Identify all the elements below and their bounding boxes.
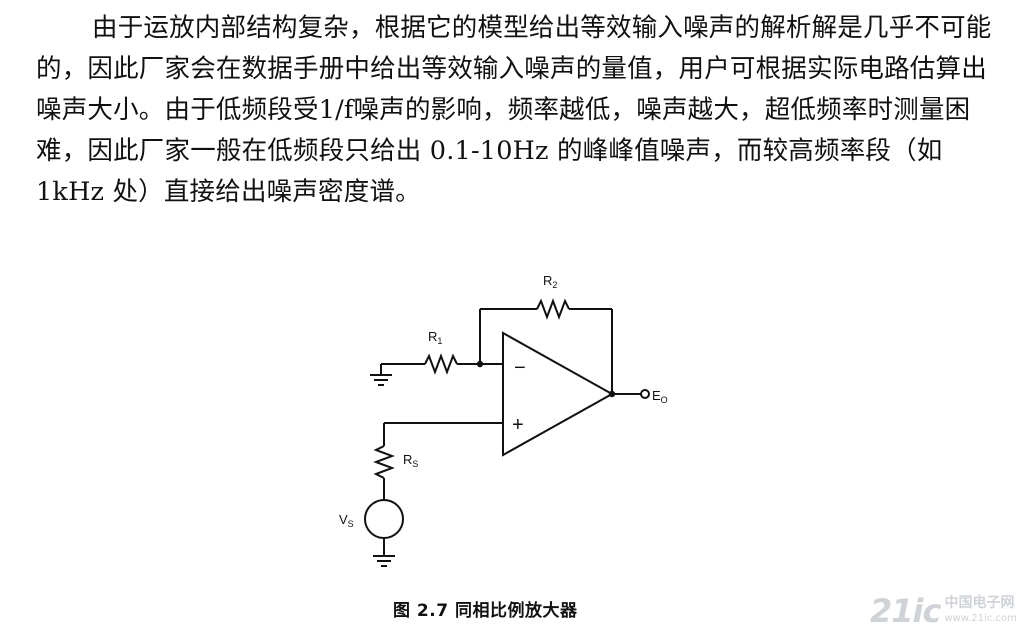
- r2-resistor: [536, 298, 570, 320]
- r1-resistor: [424, 353, 458, 375]
- body-paragraph: 由于运放内部结构复杂，根据它的模型给出等效输入噪声的解析解是几乎不可能的，因此厂…: [36, 8, 1011, 213]
- eo-label: EO: [652, 388, 668, 405]
- vs-voltage-source: [364, 499, 404, 539]
- plus-input-sign: +: [512, 414, 524, 436]
- rs-resistor: [373, 445, 395, 479]
- site-watermark: 21ic 中国电子网 www.21ic.com: [870, 588, 1017, 634]
- watermark-cn: 中国电子网: [944, 595, 1015, 611]
- body-paragraph-text: 由于运放内部结构复杂，根据它的模型给出等效输入噪声的解析解是几乎不可能的，因此厂…: [36, 13, 992, 207]
- r2-label: R2: [543, 273, 557, 290]
- minus-input-sign: −: [514, 357, 526, 379]
- watermark-logo: 21ic: [870, 592, 941, 630]
- output-terminal: [640, 389, 650, 399]
- figure-caption: 图 2.7 同相比例放大器: [393, 601, 578, 621]
- ground-symbol-r1: [370, 364, 392, 386]
- watermark-text: 中国电子网 www.21ic.com: [944, 595, 1016, 627]
- rs-label: RS: [403, 452, 418, 469]
- vs-label: VS: [339, 512, 354, 529]
- ground-symbol-vs: [373, 555, 395, 567]
- watermark-url: www.21ic.com: [944, 613, 1017, 624]
- opamp-triangle: [502, 331, 615, 457]
- r1-label: R1: [428, 329, 442, 346]
